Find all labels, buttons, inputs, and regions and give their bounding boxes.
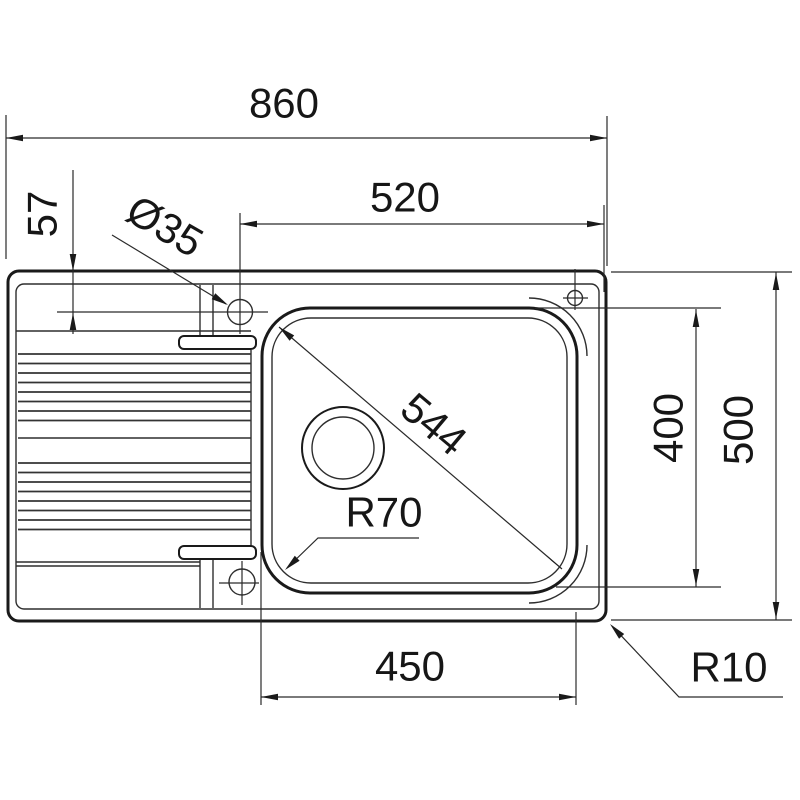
- bowl: [260, 306, 579, 595]
- tap-hole-corner: [563, 269, 588, 310]
- arrowhead-down: [69, 254, 77, 271]
- arrowhead: [610, 624, 625, 639]
- arrowhead-bottom-right: [546, 555, 562, 569]
- arrowhead-top-left: [279, 327, 295, 341]
- arrowhead-left: [240, 220, 257, 228]
- leader-line: [611, 625, 783, 698]
- dim-500-label: 500: [715, 395, 762, 465]
- arrowhead-down: [772, 602, 780, 619]
- leader-line: [111, 234, 227, 305]
- dim-overall-depth: 500: [611, 271, 792, 621]
- dim-bowl-width: 450: [260, 552, 577, 705]
- bowl-outer-edge: [260, 306, 579, 595]
- sink-outline: [6, 269, 608, 623]
- arrowhead-up: [692, 310, 700, 327]
- drain-hole-outer: [301, 406, 385, 490]
- drainboard-grooves-lower: [18, 462, 251, 531]
- dim-450-label: 450: [375, 643, 445, 690]
- dim-r10-label: R10: [690, 644, 767, 691]
- dim-520-label: 520: [370, 174, 440, 221]
- arrowhead-right: [559, 693, 576, 701]
- arrowhead-right: [587, 220, 604, 228]
- dim-d35-label: Ø35: [119, 186, 211, 266]
- dim-line: [278, 326, 563, 570]
- arrowhead-left: [261, 693, 278, 701]
- dim-overall-width: 860: [5, 80, 608, 266]
- arrowhead-up: [772, 273, 780, 290]
- dim-tap-hole-diameter: Ø35: [111, 186, 228, 305]
- tap-hole-bottom: [219, 561, 259, 605]
- dim-tap-hole-span: 520: [240, 174, 605, 292]
- rim-press-arc-bottom-right: [528, 544, 588, 604]
- drain-hole-inner: [311, 416, 375, 480]
- drainboard-step-tab-bottom: [178, 545, 257, 560]
- drainboard: [16, 285, 257, 608]
- dim-outer-corner-radius: R10: [610, 624, 783, 698]
- sink-rim-inner-edge: [15, 283, 600, 610]
- leader-line: [286, 537, 419, 569]
- dim-57-label: 57: [19, 191, 66, 238]
- dim-tap-hole-offset: 57: [19, 170, 77, 334]
- dim-r70-label: R70: [345, 489, 422, 536]
- dim-400-label: 400: [645, 393, 692, 463]
- tap-hole-top: [57, 213, 268, 334]
- arrowhead-up: [69, 313, 77, 330]
- dim-bowl-corner-radius: R70: [285, 489, 423, 570]
- dim-bowl-depth: 400: [535, 307, 721, 588]
- dim-544-label: 544: [392, 383, 476, 464]
- drainboard-grooves-upper: [18, 353, 251, 422]
- arrowhead-down: [692, 569, 700, 586]
- arrowhead: [211, 293, 228, 305]
- arrowhead-left: [6, 134, 23, 142]
- drainboard-step-tab-top: [178, 335, 257, 350]
- arrowhead: [285, 555, 300, 570]
- arrowhead-right: [590, 134, 607, 142]
- dim-860-label: 860: [249, 80, 319, 127]
- bowl-inner-edge: [271, 317, 568, 584]
- rim-press-arc-top-right: [528, 297, 588, 357]
- sink-outer-edge: [6, 269, 608, 623]
